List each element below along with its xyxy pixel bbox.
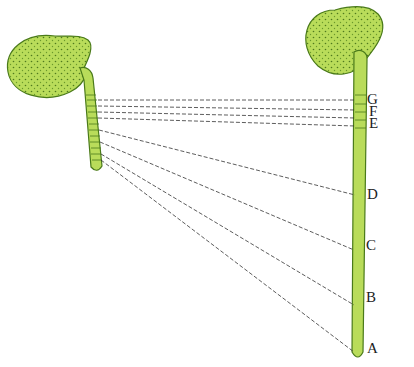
stem-zone-letter: A: [367, 340, 378, 356]
stem-zone-letter: C: [366, 237, 376, 253]
stem-zone-letter: B: [366, 289, 376, 305]
stem-zone-letter: D: [367, 186, 378, 202]
stem-zone-letter: E: [369, 115, 378, 131]
